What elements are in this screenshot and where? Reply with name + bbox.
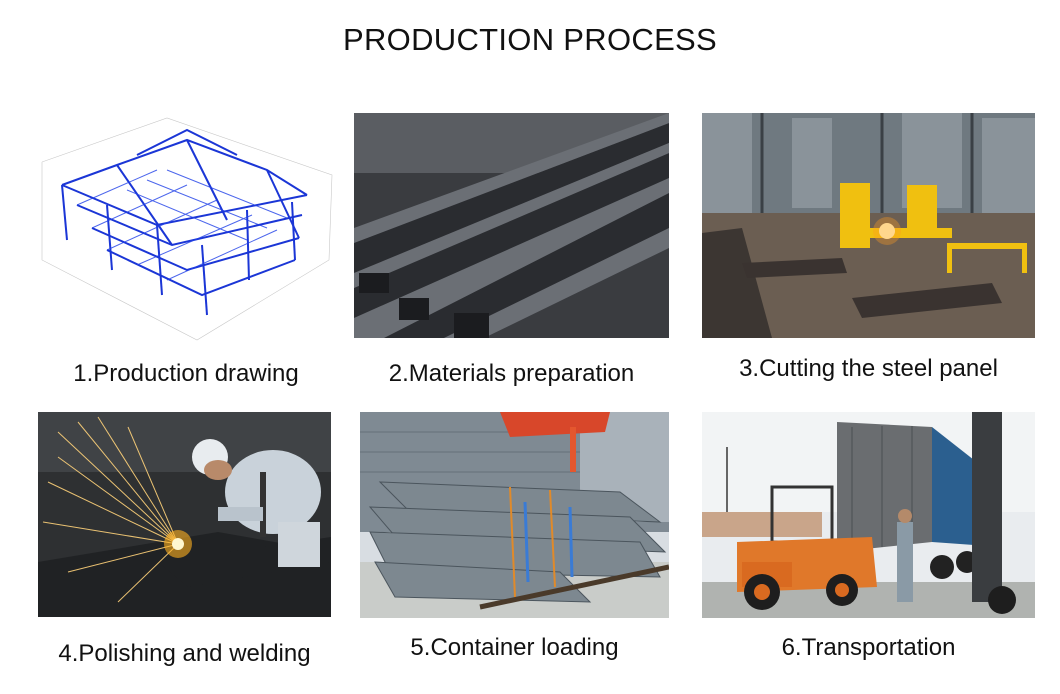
step-caption-cutting-steel-panel: 3.Cutting the steel panel [739,355,998,382]
step-caption-polishing-welding: 4.Polishing and welding [58,640,311,667]
step-caption-materials-preparation: 2.Materials preparation [388,360,635,387]
transportation-image [702,412,1035,618]
step-caption-production-drawing: 1.Production drawing [73,360,299,387]
polishing-welding-image [38,412,331,617]
container-loading-image [360,412,669,618]
step-caption-transportation: 6.Transportation [781,634,956,661]
cutting-steel-panel-image [702,113,1035,338]
step-caption-container-loading: 5.Container loading [410,634,619,661]
materials-preparation-image [354,113,669,338]
production-drawing-image [37,110,335,342]
page-title: PRODUCTION PROCESS [343,22,717,57]
